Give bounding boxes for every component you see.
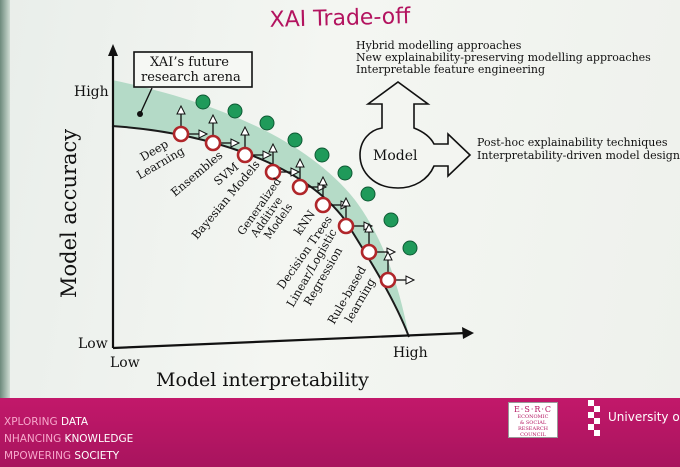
up-item-3: Interpretable feature engineering [356,63,545,76]
esrc-logo-line3: RESEARCH [517,426,549,432]
model-right-arrowhead-8 [405,275,416,285]
model-marker-1 [204,134,222,152]
model-arrow-shape [359,81,472,189]
y-axis-arrowhead [108,44,118,56]
x-axis-arrowhead [462,327,474,339]
model-marker-4 [291,178,309,196]
right-item-2: Interpretability-driven model designs [477,149,680,162]
model-marker-5 [314,196,332,214]
model-target-dot-0 [195,94,211,110]
model-up-arrowhead-7 [364,222,374,233]
model-right-arrowhead-0 [198,129,209,139]
model-up-arrowhead-6 [341,196,351,207]
model-target-dot-6 [360,186,376,202]
model-target-dot-8 [402,240,418,256]
future-arena-box [133,51,253,88]
esrc-logo-line4: COUNCIL [520,432,546,438]
x-low-label: Low [110,355,140,371]
model-target-dot-3 [287,132,303,148]
model-up-arrowhead-5 [318,175,328,186]
footer-line-2-text: KNOWLEDGE [61,433,134,445]
x-axis [112,331,467,350]
left-edge [0,0,10,467]
footer-line-1: XPLORING DATA [4,416,88,428]
up-item-1: Hybrid modelling approaches [356,39,522,52]
footer-line-3-text: SOCIETY [71,450,120,462]
esrc-logo-line2: & SOCIAL [519,420,547,426]
model-marker-2 [236,146,254,164]
university-name: University of Es [608,410,680,424]
model-up-arrowhead-2 [240,125,250,136]
research-band [112,80,409,337]
esrc-logo-line1: ECONOMIC [517,414,549,420]
model-target-dot-5 [337,165,353,181]
esrc-logo: E·S·R·C ECONOMIC & SOCIAL RESEARCH COUNC… [508,402,558,438]
model-marker-6 [337,217,355,235]
model-marker-0 [172,125,190,143]
footer-line-1-text: DATA [57,416,89,428]
future-arena-line2: research arena [141,70,241,85]
model-marker-7 [360,243,378,261]
model-up-arrowhead-1 [208,113,218,124]
y-low-label: Low [78,336,108,352]
model-target-dot-4 [314,147,330,163]
model-target-dot-1 [227,103,243,119]
model-up-arrowhead-4 [295,157,305,168]
footer-line-2: NHANCING KNOWLEDGE [4,433,133,445]
model-up-arrowhead-0 [176,104,186,115]
model-up-arrowhead-3 [268,142,278,153]
up-item-2: New explainability-preserving modelling … [356,51,651,64]
tradeoff-diagram: Model accuracy Model interpretability Hi… [57,39,680,391]
model-up-arrowhead-8 [383,250,393,261]
model-target-dot-7 [383,212,399,228]
x-high-label: High [393,345,428,361]
model-right-arrowhead-3 [290,167,301,177]
footer-bar: XPLORING DATA NHANCING KNOWLEDGE MPOWERI… [0,398,680,467]
university-crest-icon [584,398,604,438]
model-right-arrowhead-1 [230,138,241,148]
model-target-dot-2 [259,115,275,131]
x-axis-label: Model interpretability [156,369,369,391]
footer-line-1-highlight: XPLORING [4,416,58,428]
footer-line-3: MPOWERING SOCIETY [4,450,119,462]
future-arena-pointer [140,87,153,113]
right-item-1: Post-hoc explainability techniques [477,136,668,149]
footer-line-3-highlight: MPOWERING [4,450,72,462]
model-markers [172,94,418,289]
future-arena-pointer-dot [137,111,143,117]
model-right-arrowhead-2 [262,150,273,160]
esrc-logo-letters: E·S·R·C [513,405,553,414]
model-marker-8 [379,271,397,289]
model-arrow-label: Model [373,148,418,164]
y-high-label: High [74,84,109,100]
footer-line-2-highlight: NHANCING [4,433,62,445]
y-axis-label: Model accuracy [57,129,81,298]
model-marker-3 [264,163,282,181]
future-arena-line1: XAI’s future [150,55,229,70]
